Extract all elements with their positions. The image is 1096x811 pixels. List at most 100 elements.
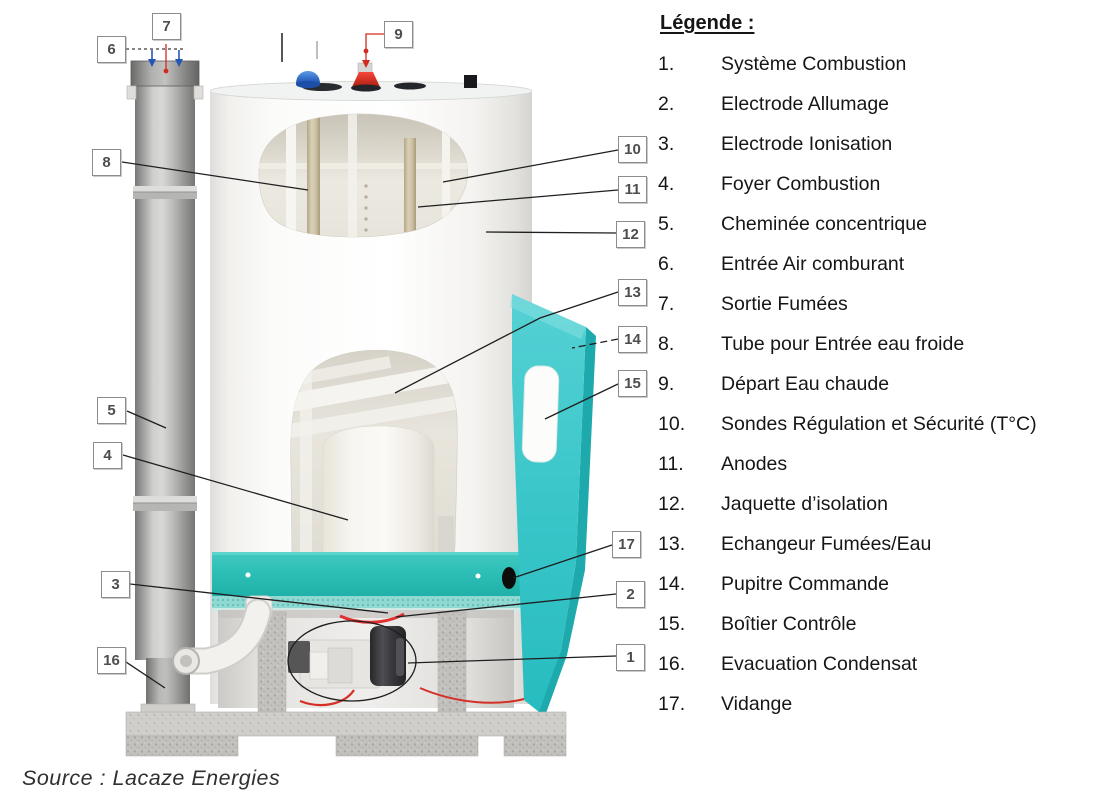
callout-box-16: 16 [97, 647, 126, 674]
top-sensor-block [464, 75, 477, 88]
leader-line-4 [122, 454, 349, 521]
callout-box-5: 5 [97, 397, 126, 424]
leader-line-15 [544, 383, 619, 420]
source-caption: Source : Lacaze Energies [22, 766, 281, 790]
tank-top-fittings [281, 33, 477, 92]
leader-line-13 [394, 291, 619, 394]
lower-cutaway [290, 349, 458, 563]
leader-line-12 [485, 231, 617, 234]
legend-item-label: Sondes Régulation et Sécurité (T°C) [721, 413, 1037, 435]
chimney-flue [126, 60, 204, 715]
legend-item: 4. Foyer Combustion [658, 169, 1092, 200]
legend-item-number: 8. [658, 333, 675, 355]
burner-wire [299, 689, 355, 707]
legend-item-label: Jaquette d’isolation [721, 493, 888, 515]
combustion-system-ellipse [287, 620, 417, 702]
legend-item-number: 9. [658, 373, 675, 395]
callout-box-15: 15 [618, 370, 647, 397]
legend-item-number: 4. [658, 173, 675, 195]
callout-box-14: 14 [618, 326, 647, 353]
legend-item: 5. Cheminée concentrique [658, 209, 1092, 240]
legend-item-number: 11. [658, 453, 684, 475]
legend-item-label: Système Combustion [721, 53, 907, 75]
anode-rod [404, 138, 416, 232]
legend-item: 12. Jaquette d’isolation [658, 489, 1092, 520]
leader-line-1 [407, 655, 617, 664]
top-flange [394, 82, 426, 90]
leader-line-16 [125, 661, 166, 689]
leader-line-2 [395, 593, 617, 618]
hot-water-fitting [352, 72, 380, 87]
legend-item-number: 16. [658, 653, 686, 675]
legend-item: 1. Système Combustion [658, 49, 1092, 80]
legend-item-label: Pupitre Commande [721, 573, 889, 595]
legend-item-number: 13. [658, 533, 686, 555]
chimney-joint-ring [133, 496, 197, 511]
callout-box-3: 3 [101, 571, 130, 598]
legend-item: 16. Evacuation Condensat [658, 649, 1092, 680]
legend-item-number: 12. [658, 493, 686, 515]
weld-dots [364, 184, 368, 232]
legend-item: 8. Tube pour Entrée eau froide [658, 329, 1092, 360]
legend-item-label: Electrode Ionisation [721, 133, 893, 155]
legend-item-number: 14. [658, 573, 686, 595]
callout-box-7: 7 [152, 13, 181, 40]
leader-line-8 [121, 161, 309, 191]
burner-assembly [287, 612, 529, 707]
legend-item-number: 1. [658, 53, 675, 75]
legend-item: 11. Anodes [658, 449, 1092, 480]
legend-item-label: Vidange [721, 693, 793, 715]
callout-box-1: 1 [616, 644, 645, 671]
concrete-base [125, 711, 567, 757]
combustion-chamber [322, 425, 435, 562]
legend-item-number: 15. [658, 613, 686, 635]
legend-item-label: Tube pour Entrée eau froide [721, 333, 965, 355]
legend-item: 15. Boîtier Contrôle [658, 609, 1092, 640]
condensate-pipe [172, 595, 273, 675]
callout-box-6: 6 [97, 36, 126, 63]
legend-item: 9. Départ Eau chaude [658, 369, 1092, 400]
callout-box-17: 17 [612, 531, 641, 558]
legend-item-label: Cheminée concentrique [721, 213, 927, 235]
legend-item-number: 7. [658, 293, 675, 315]
leader-line-5 [126, 410, 167, 429]
legend-item-label: Départ Eau chaude [721, 373, 890, 395]
legend-item-number: 2. [658, 93, 675, 115]
legend: Légende : 1. Système Combustion 2. Elect… [658, 12, 1092, 729]
legend-item-number: 17. [658, 693, 686, 715]
legend-item: 14. Pupitre Commande [658, 569, 1092, 600]
leader-line-9 [365, 33, 384, 63]
legend-item: 2. Electrode Allumage [658, 89, 1092, 120]
legend-list: 1. Système Combustion 2. Electrode Allum… [658, 49, 1092, 720]
legend-item-label: Echangeur Fumées/Eau [721, 533, 932, 555]
legend-item-label: Electrode Allumage [721, 93, 890, 115]
leader-lines [121, 33, 619, 689]
leader-line-14 [571, 338, 619, 349]
exchanger-pipe [290, 395, 458, 439]
legend-item: 10. Sondes Régulation et Sécurité (T°C) [658, 409, 1092, 440]
legend-item-number: 10. [658, 413, 686, 435]
control-panel [510, 294, 596, 716]
callout-box-11: 11 [618, 176, 647, 203]
legend-item: 3. Electrode Ionisation [658, 129, 1092, 160]
leader-line-3 [129, 583, 389, 614]
legend-item-label: Foyer Combustion [721, 173, 881, 195]
callout-box-12: 12 [616, 221, 645, 248]
legend-item: 17. Vidange [658, 689, 1092, 720]
legend-item: 13. Echangeur Fumées/Eau [658, 529, 1092, 560]
drain-hole [502, 567, 516, 589]
legend-item-number: 6. [658, 253, 675, 275]
legend-item-label: Boîtier Contrôle [721, 613, 857, 635]
legend-item-label: Entrée Air comburant [721, 253, 905, 275]
legend-item-label: Evacuation Condensat [721, 653, 918, 675]
legend-item: 6. Entrée Air comburant [658, 249, 1092, 280]
callout-box-4: 4 [93, 442, 122, 469]
cold-water-fitting [296, 71, 320, 84]
upper-cutaway [258, 113, 468, 238]
cold-water-tube [307, 114, 320, 238]
callout-box-13: 13 [618, 279, 647, 306]
callout-box-9: 9 [384, 21, 413, 48]
callout-box-2: 2 [616, 581, 645, 608]
